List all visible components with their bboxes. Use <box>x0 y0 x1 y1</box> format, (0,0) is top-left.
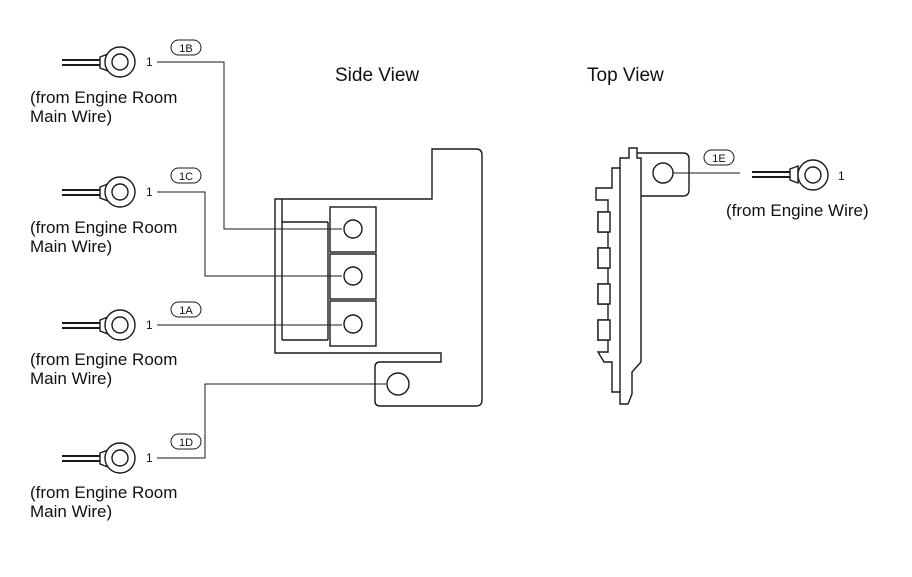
source-label-line1: (from Engine Room <box>30 218 177 237</box>
source-label-line2: Main Wire) <box>30 107 112 126</box>
ring-terminal-icon <box>797 159 829 191</box>
terminal-stud <box>343 314 363 334</box>
source-label-line2: Main Wire) <box>30 502 112 521</box>
source-label-line2: Main Wire) <box>30 369 112 388</box>
top-view-title: Top View <box>587 65 664 86</box>
terminal-stud <box>343 219 363 239</box>
pin-number: 1 <box>146 55 153 69</box>
top-view-bracket <box>595 147 690 405</box>
ring-terminal-icon <box>104 46 136 78</box>
source-label-line1: (from Engine Room <box>30 350 177 369</box>
terminal-box <box>329 300 377 347</box>
side-view-title: Side View <box>335 65 419 86</box>
terminal-stud <box>652 162 674 184</box>
terminal-box <box>329 253 377 300</box>
pin-number: 1 <box>838 169 845 183</box>
pin-number: 1 <box>146 451 153 465</box>
connector-tag-1B: 1B <box>179 43 192 55</box>
pin-number: 1 <box>146 318 153 332</box>
ring-terminal-icon <box>104 309 136 341</box>
side-view-bracket <box>274 148 483 407</box>
source-label-line1: (from Engine Room <box>30 88 177 107</box>
terminal-1A: 1 1A (from Engine Room Main Wire) <box>30 301 342 388</box>
connector-tag-1E: 1E <box>712 153 725 165</box>
terminal-stud <box>343 266 363 286</box>
source-label-line1: (from Engine Room <box>30 483 177 502</box>
connector-tag-1A: 1A <box>179 305 193 317</box>
pin-number: 1 <box>146 185 153 199</box>
source-label-line2: Main Wire) <box>30 237 112 256</box>
terminal-box <box>329 206 377 253</box>
terminal-1E: 1E 1 (from Engine Wire) <box>673 149 869 220</box>
source-label-line1: (from Engine Wire) <box>726 201 869 220</box>
ring-terminal-icon <box>104 442 136 474</box>
connector-tag-1D: 1D <box>179 437 193 449</box>
terminal-1C: 1 1C (from Engine Room Main Wire) <box>30 167 342 277</box>
ring-terminal-icon <box>104 176 136 208</box>
terminal-1D: 1 1D (from Engine Room Main Wire) <box>30 383 386 521</box>
connector-tag-1C: 1C <box>179 171 193 183</box>
terminal-1B: 1 1B (from Engine Room Main Wire) <box>30 39 342 230</box>
terminal-stud <box>386 372 410 396</box>
